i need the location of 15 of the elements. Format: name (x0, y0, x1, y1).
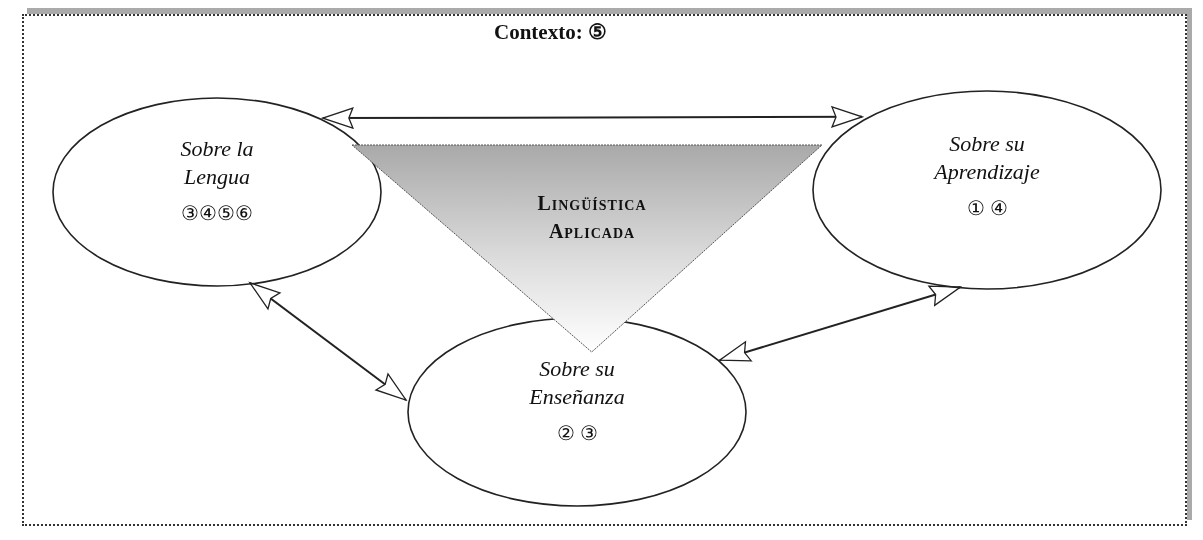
reference-numbers: ① ④ (965, 196, 1009, 220)
context-title: Contexto: ⑤ (494, 20, 607, 45)
ellipse-node (52, 97, 382, 287)
reference-numbers: ③④⑤⑥ (180, 201, 254, 225)
ellipse-node (407, 317, 747, 507)
ellipse-node (812, 90, 1162, 290)
triangle-node (352, 145, 822, 352)
node-title: Sobre su Enseñanza (528, 355, 626, 411)
reference-numbers: ② ③ (555, 421, 599, 445)
node-title: Sobre la Lengua (179, 135, 255, 191)
double-arrow (718, 285, 962, 362)
node-title: Sobre su Aprendizaje (932, 130, 1041, 186)
double-arrow (321, 106, 863, 129)
triangle-title: Lingüística Aplicada (536, 191, 648, 244)
double-arrow (248, 281, 407, 401)
